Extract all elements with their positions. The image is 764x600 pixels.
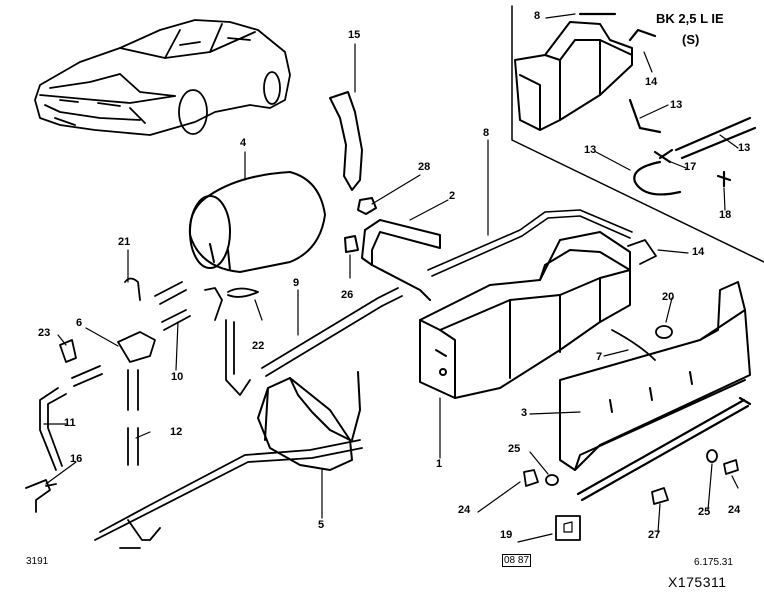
footer-page-code: 6.175.31: [694, 557, 733, 568]
callout-26: 26: [341, 289, 354, 301]
callout-24-right: 24: [728, 504, 741, 516]
pipe-8: [427, 209, 633, 277]
callout-6: 6: [76, 317, 83, 329]
callout-13-a: 13: [670, 99, 683, 111]
right-small-parts: [523, 239, 739, 541]
callout-20: 20: [662, 291, 675, 303]
callout-4: 4: [240, 137, 247, 149]
callout-9: 9: [293, 277, 300, 289]
callout-25-right: 25: [698, 506, 711, 518]
variant-label-line1: BK 2,5 L IE: [656, 11, 724, 26]
pipe-9: [261, 287, 403, 377]
callout-12: 12: [170, 426, 183, 438]
callout-17: 17: [684, 161, 697, 173]
inset-tank: [514, 21, 633, 131]
leader-lines: [43, 13, 739, 543]
variant-label-line2: (S): [682, 32, 700, 47]
callout-8: 8: [483, 127, 490, 139]
callout-15: 15: [348, 29, 361, 41]
callout-18: 18: [719, 209, 732, 221]
callout-5: 5: [318, 519, 325, 531]
callout-23: 23: [38, 327, 51, 339]
callout-27: 27: [648, 529, 661, 541]
lower-pipe-5: [94, 439, 363, 549]
footer-left-code: 3191: [26, 556, 49, 567]
callout-8-inset: 8: [534, 10, 541, 22]
callout-16: 16: [70, 453, 83, 465]
footer-diagram-id: X175311: [668, 574, 727, 590]
callout-24-left: 24: [458, 504, 471, 516]
car-illustration: [34, 19, 291, 136]
callout-14-inset: 14: [645, 76, 658, 88]
lower-pipe: [576, 396, 752, 502]
callout-3: 3: [521, 407, 528, 419]
callout-28: 28: [418, 161, 431, 173]
tank-strap-2: [344, 219, 441, 301]
callout-2: 2: [449, 190, 456, 202]
callout-13-c: 13: [738, 142, 751, 154]
callout-25-left: 25: [508, 443, 521, 455]
callout-10: 10: [171, 371, 184, 383]
nut-28: [357, 197, 377, 215]
tank-guard-plate-3: [559, 281, 751, 471]
callout-19: 19: [500, 529, 513, 541]
left-small-parts: [25, 277, 259, 513]
inset-frame: [511, 5, 764, 263]
callout-22: 22: [252, 340, 265, 352]
strap-15: [329, 91, 363, 191]
inset-hoses: [578, 12, 757, 196]
callout-14: 14: [692, 246, 705, 258]
callout-13-b: 13: [584, 144, 597, 156]
support-strap-5: [257, 371, 361, 471]
footer-date-code: 08 87: [502, 554, 532, 567]
callout-7: 7: [596, 351, 603, 363]
fuel-tank-1: [419, 231, 631, 399]
callout-21: 21: [118, 236, 131, 248]
callout-11: 11: [64, 417, 76, 429]
callout-1: 1: [436, 458, 443, 470]
auxiliary-canister: [188, 171, 326, 273]
